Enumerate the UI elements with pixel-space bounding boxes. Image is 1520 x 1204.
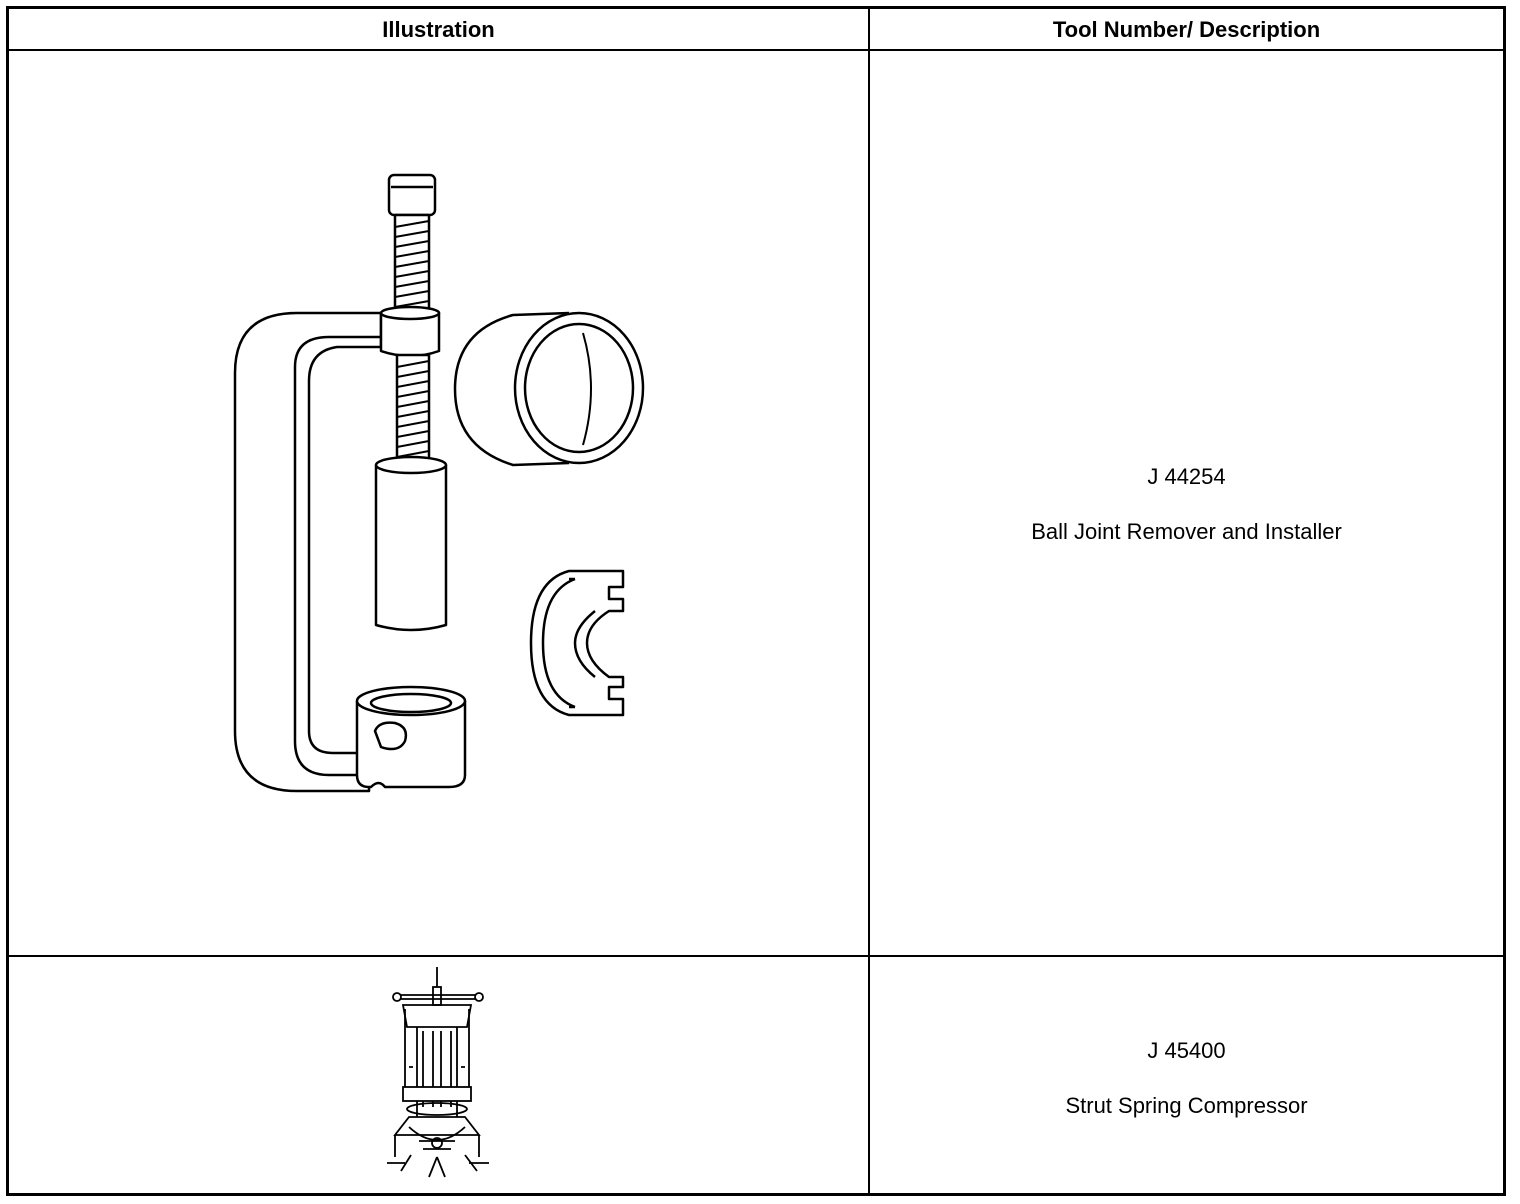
tool-table: Illustration Tool Number/ Description xyxy=(6,6,1506,1196)
header-divider xyxy=(9,49,1503,51)
strut-compressor-illustration xyxy=(387,967,489,1178)
tool-number-j44254: J 44254 xyxy=(1147,464,1226,489)
column-divider xyxy=(868,9,870,1193)
tool-number-j45400: J 45400 xyxy=(1147,1038,1226,1063)
header-illustration: Illustration xyxy=(382,17,495,42)
row-2-description: J 45400 Strut Spring Compressor xyxy=(870,1038,1503,1119)
ball-joint-tool-illustration xyxy=(233,173,645,793)
row-1-description: J 44254 Ball Joint Remover and Installer xyxy=(870,464,1503,545)
tool-description-ball-joint: Ball Joint Remover and Installer xyxy=(1031,519,1342,544)
header-tool-description: Tool Number/ Description xyxy=(1052,17,1321,42)
row-divider xyxy=(9,955,1503,957)
tool-description-strut-compressor: Strut Spring Compressor xyxy=(1065,1093,1308,1118)
